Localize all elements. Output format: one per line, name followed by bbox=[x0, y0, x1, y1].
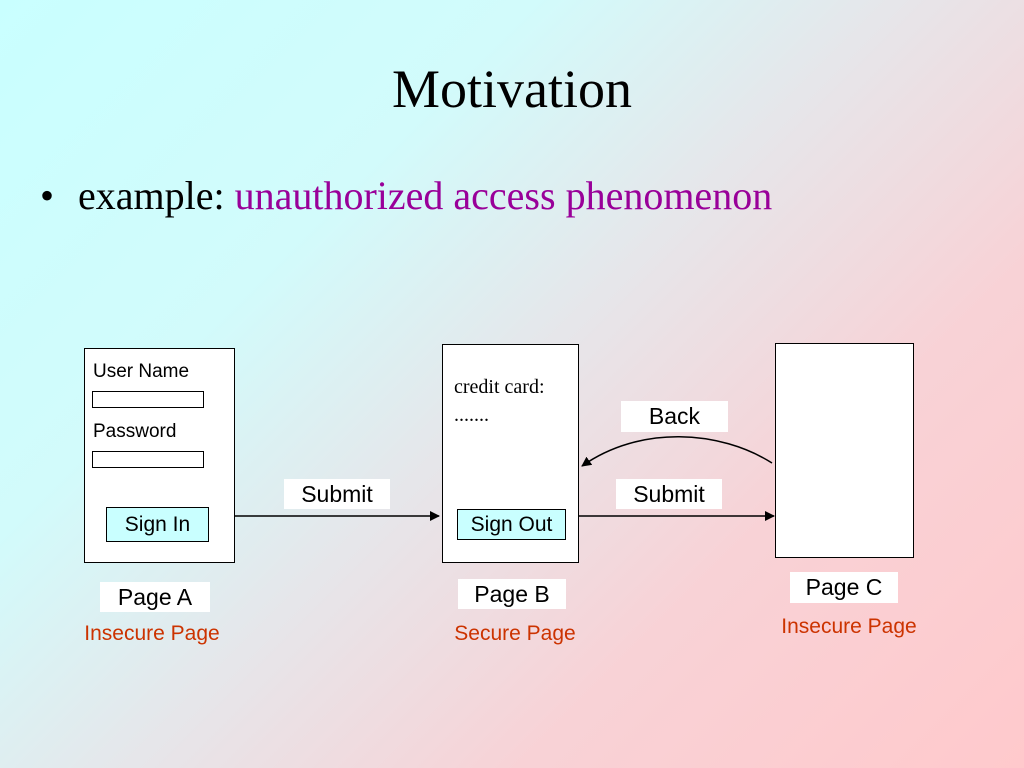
page-a-type: Insecure Page bbox=[84, 622, 220, 645]
credit-card-value: ....... bbox=[454, 404, 489, 426]
slide-title: Motivation bbox=[392, 59, 632, 119]
bullet-prefix: example: bbox=[78, 173, 235, 218]
submit-label-a-b: Submit bbox=[284, 479, 390, 509]
page-c-label: Page C bbox=[790, 572, 898, 603]
bullet-highlight: unauthorized access phenomenon bbox=[234, 173, 773, 218]
page-b-type: Secure Page bbox=[454, 622, 576, 645]
bullet-icon: • bbox=[40, 173, 55, 218]
submit-label-b-c: Submit bbox=[616, 479, 722, 509]
username-field bbox=[92, 391, 204, 408]
credit-card-label: credit card: bbox=[454, 376, 545, 398]
password-label: Password bbox=[93, 421, 177, 442]
back-label: Back bbox=[621, 401, 728, 432]
page-a-label: Page A bbox=[100, 582, 210, 612]
page-c-box bbox=[775, 343, 914, 558]
bullet-item: • example: unauthorized access phenomenon bbox=[40, 172, 772, 219]
password-field bbox=[92, 451, 204, 468]
signout-button: Sign Out bbox=[457, 509, 566, 540]
arrow-c-to-b bbox=[581, 436, 773, 467]
page-c-type: Insecure Page bbox=[781, 615, 917, 638]
signin-button: Sign In bbox=[106, 507, 209, 542]
page-b-label: Page B bbox=[458, 579, 566, 609]
username-label: User Name bbox=[93, 361, 190, 382]
